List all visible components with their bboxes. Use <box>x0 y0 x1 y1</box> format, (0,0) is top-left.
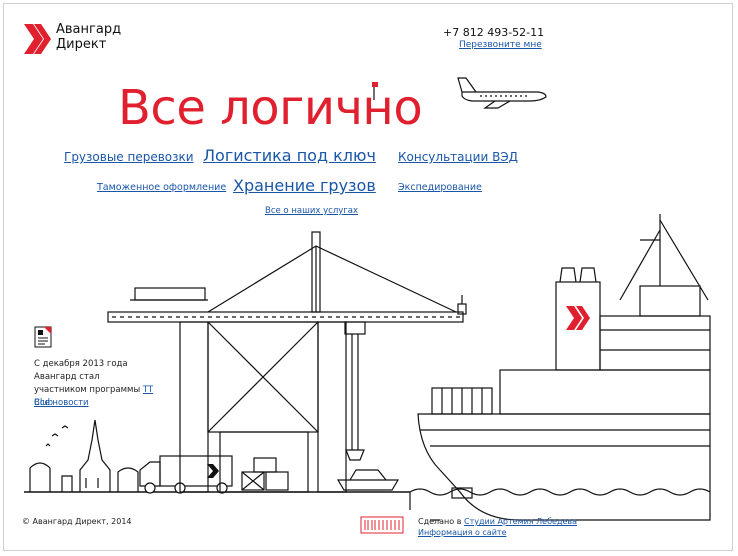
studio-link[interactable]: Студии Артемия Лебедева <box>463 517 578 526</box>
logo-text: Авангард Директ <box>56 22 121 52</box>
service-storage-link[interactable]: Хранение грузов <box>233 176 376 195</box>
page-frame <box>3 3 733 551</box>
news-document-icon <box>34 326 52 348</box>
tt-club-link[interactable]: TT Club <box>34 385 154 408</box>
gantry-crane <box>107 231 467 493</box>
site-info-link[interactable]: Информация о сайте <box>418 528 507 537</box>
service-freight-link[interactable]: Грузовые перевозки <box>64 150 194 164</box>
logo-line-2: Директ <box>56 37 107 52</box>
made-by-prefix: Сделано в <box>418 517 464 526</box>
service-customs-link[interactable]: Таможенное оформление <box>97 182 227 193</box>
phone-number: +7 812 493-52-11 <box>443 26 545 39</box>
airplane-icon <box>457 77 547 109</box>
boat-icon <box>336 469 400 491</box>
city-skyline <box>29 419 139 492</box>
logo-line-1: Авангард <box>56 22 122 37</box>
logo-chevron-icon <box>24 24 51 54</box>
service-consulting-link[interactable]: Консультации ВЭД <box>398 150 519 164</box>
all-services-link[interactable]: Все о наших услугах <box>265 206 359 216</box>
callback-link[interactable]: Перезвоните мне <box>459 40 542 50</box>
service-logistics-link[interactable]: Логистика под ключ <box>203 146 376 165</box>
news-text: С декабря 2013 года Авангард стал участн… <box>34 358 154 410</box>
ship <box>409 214 711 521</box>
all-news-link[interactable]: Все новости <box>34 398 89 408</box>
copyright: © Авангард Директ, 2014 <box>22 517 132 526</box>
service-forwarding-link[interactable]: Экспедирование <box>398 182 482 193</box>
page-title: Все логично <box>118 80 423 136</box>
news-text-body: С декабря 2013 года Авангард стал участн… <box>34 359 143 395</box>
made-by: Сделано в Студии Артемия Лебедева <box>418 517 577 526</box>
truck-icon <box>139 455 233 494</box>
studio-barcode-icon <box>360 516 404 534</box>
